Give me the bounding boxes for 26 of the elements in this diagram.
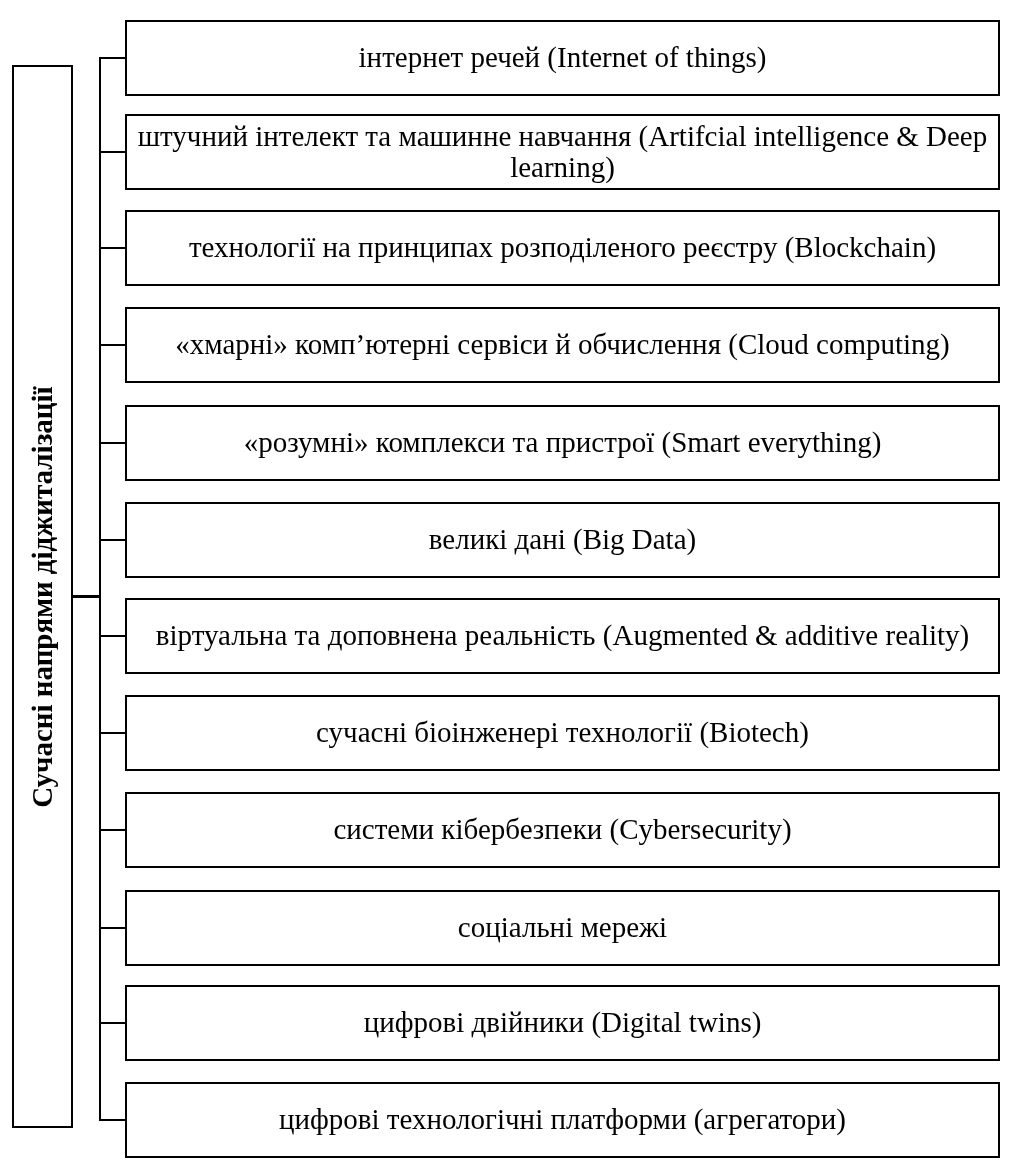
direction-box [125, 307, 1000, 383]
box-text: інтернет речей (Internet of things) [358, 42, 767, 74]
direction-box [125, 598, 1000, 674]
direction-box [125, 792, 1000, 868]
box-text: штучний інтелект та машинне навчання (Artifcial intelligence & Deep learning) [136, 120, 989, 184]
direction-box [125, 20, 1000, 96]
box-text: цифрові двійники (Digital twins) [363, 1007, 762, 1039]
box-text: сучасні біоінженері технології (Biotech) [316, 717, 809, 749]
box-text: «розумні» комплекси та пристрої (Smart everything) [243, 427, 882, 459]
direction-box [125, 985, 1000, 1061]
direction-box [125, 890, 1000, 966]
box-text: системи кібербезпеки (Cybersecurity) [333, 814, 792, 846]
heading-text: Сучасні напрями діджиталізації [26, 385, 59, 808]
box-text: віртуальна та доповнена реальність (Augmented & additive reality) [155, 620, 970, 652]
title-box [12, 65, 73, 1128]
direction-box [125, 695, 1000, 771]
box-text: технології на принципах розподіленого реєстру (Blockchain) [188, 232, 937, 264]
box-text: цифрові технологічні платформи (агрегатори) [279, 1104, 846, 1136]
box-text: соціальні мережі [457, 912, 668, 944]
direction-box [125, 210, 1000, 286]
box-text: великі дані (Big Data) [428, 524, 697, 556]
box-text: «хмарні» комп’ютерні сервіси й обчислення (Cloud computing) [175, 329, 950, 361]
direction-box [125, 1082, 1000, 1158]
direction-box [125, 502, 1000, 578]
direction-box [125, 405, 1000, 481]
direction-box [125, 114, 1000, 190]
